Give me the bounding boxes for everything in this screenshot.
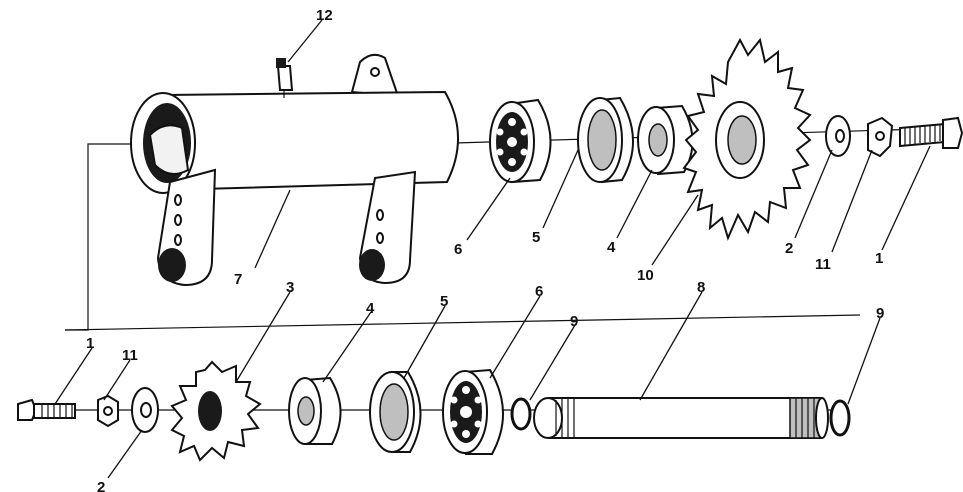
- callout-7: 7: [234, 271, 242, 288]
- bolt-top: [899, 116, 963, 149]
- small-sprocket: [170, 360, 262, 462]
- ball-bearing-top: [489, 98, 552, 184]
- seal-ring-bottom: [369, 371, 422, 453]
- callout-5-bottom: 5: [440, 293, 448, 310]
- callout-9-left: 9: [570, 313, 578, 330]
- callout-4-top: 4: [607, 239, 616, 256]
- washer-top: [825, 115, 851, 157]
- callout-2-top: 2: [785, 240, 793, 257]
- callout-11-bottom: 11: [122, 347, 138, 364]
- o-ring-left: [510, 397, 532, 431]
- lock-washer-top: [867, 116, 894, 158]
- callout-6-top: 6: [454, 241, 462, 258]
- lock-washer-bottom: [97, 394, 119, 428]
- callout-labels: 1 2 4 5 6 7 10 11 12 1 11 2 3 4 5 6 9 8 …: [86, 7, 884, 492]
- callout-6-bottom: 6: [535, 283, 543, 300]
- ball-bearing-bottom: [442, 368, 504, 455]
- seal-ring-top: [577, 96, 634, 184]
- callout-3: 3: [286, 279, 294, 296]
- callout-12: 12: [316, 7, 333, 24]
- callout-8: 8: [697, 279, 705, 296]
- callout-11-top: 11: [815, 256, 831, 273]
- bolt-bottom: [17, 398, 76, 421]
- swing-arm-housing: [130, 53, 459, 287]
- callout-5-top: 5: [532, 229, 540, 246]
- spacer-bottom: [288, 376, 342, 445]
- callout-9-right: 9: [876, 305, 884, 322]
- callout-10: 10: [637, 267, 654, 284]
- callout-2-bottom: 2: [97, 479, 105, 492]
- callout-1-bottom: 1: [86, 335, 94, 352]
- leader-lines: [54, 19, 931, 479]
- callout-1-top: 1: [875, 250, 883, 267]
- callout-4-bottom: 4: [366, 300, 375, 317]
- grease-fitting: [276, 58, 294, 98]
- large-sprocket: [682, 37, 812, 241]
- washer-bottom: [131, 387, 159, 433]
- axle-shaft: [533, 397, 829, 439]
- spacer-top: [637, 104, 694, 176]
- o-ring-right: [829, 399, 851, 437]
